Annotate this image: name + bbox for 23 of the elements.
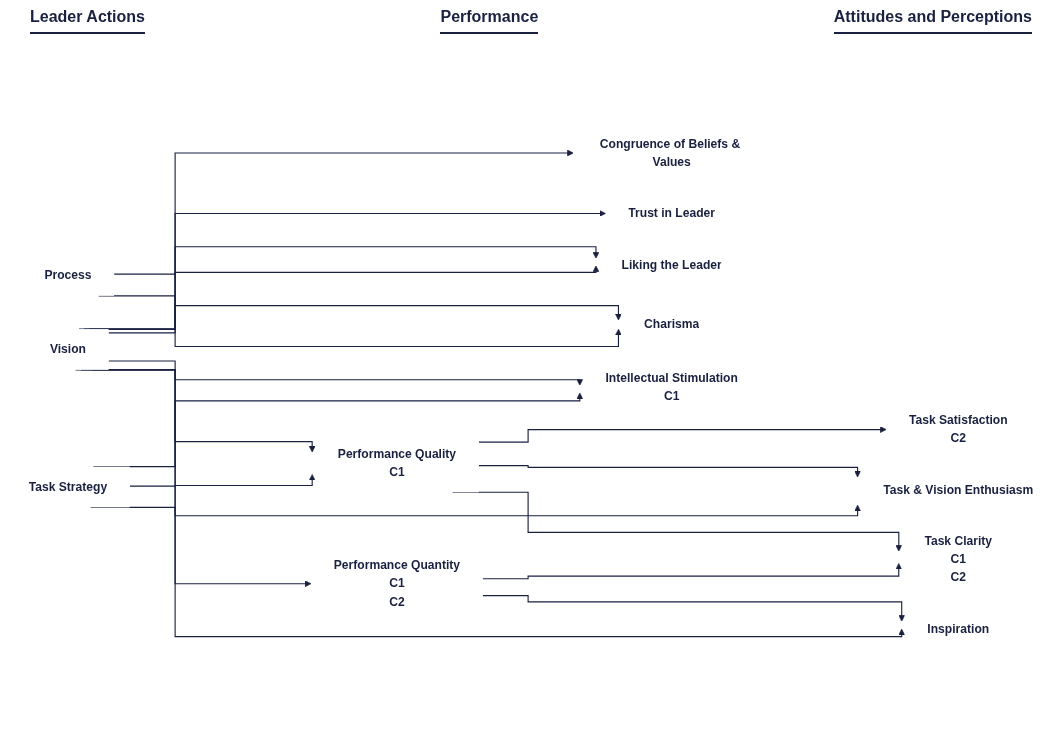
- arrow: [108, 305, 622, 334]
- node-text: Liking the Leader: [621, 258, 722, 271]
- arrow: [129, 474, 316, 487]
- node-text: Performance Quantity C1 C2: [333, 558, 461, 608]
- arrow: [482, 595, 906, 622]
- node-text: Task Satisfaction C2: [908, 413, 1008, 445]
- node-text: Process: [44, 268, 92, 282]
- node-text: Inspiration: [927, 622, 990, 636]
- arrow: [478, 465, 861, 478]
- node-text: Task Clarity C1 C2: [924, 534, 993, 584]
- arrow: [482, 563, 903, 580]
- arrow: [478, 426, 887, 443]
- column-heading: Performance: [440, 8, 539, 34]
- arrow: [108, 360, 584, 386]
- node-text: Congruence of Beliefs & Values: [599, 137, 741, 169]
- arrow: [113, 265, 600, 275]
- node-text: Trust in Leader: [628, 206, 715, 220]
- node-text: Intellectual Stimulation C1: [605, 371, 738, 403]
- node-text: Charisma: [644, 316, 700, 330]
- column-heading: Attitudes and Perceptions: [833, 8, 1032, 34]
- node-text: Performance Quality C1: [337, 446, 457, 478]
- column-heading: Leader Actions: [30, 8, 145, 34]
- node-text: Task & Vision Enthusiasm: [883, 483, 1034, 497]
